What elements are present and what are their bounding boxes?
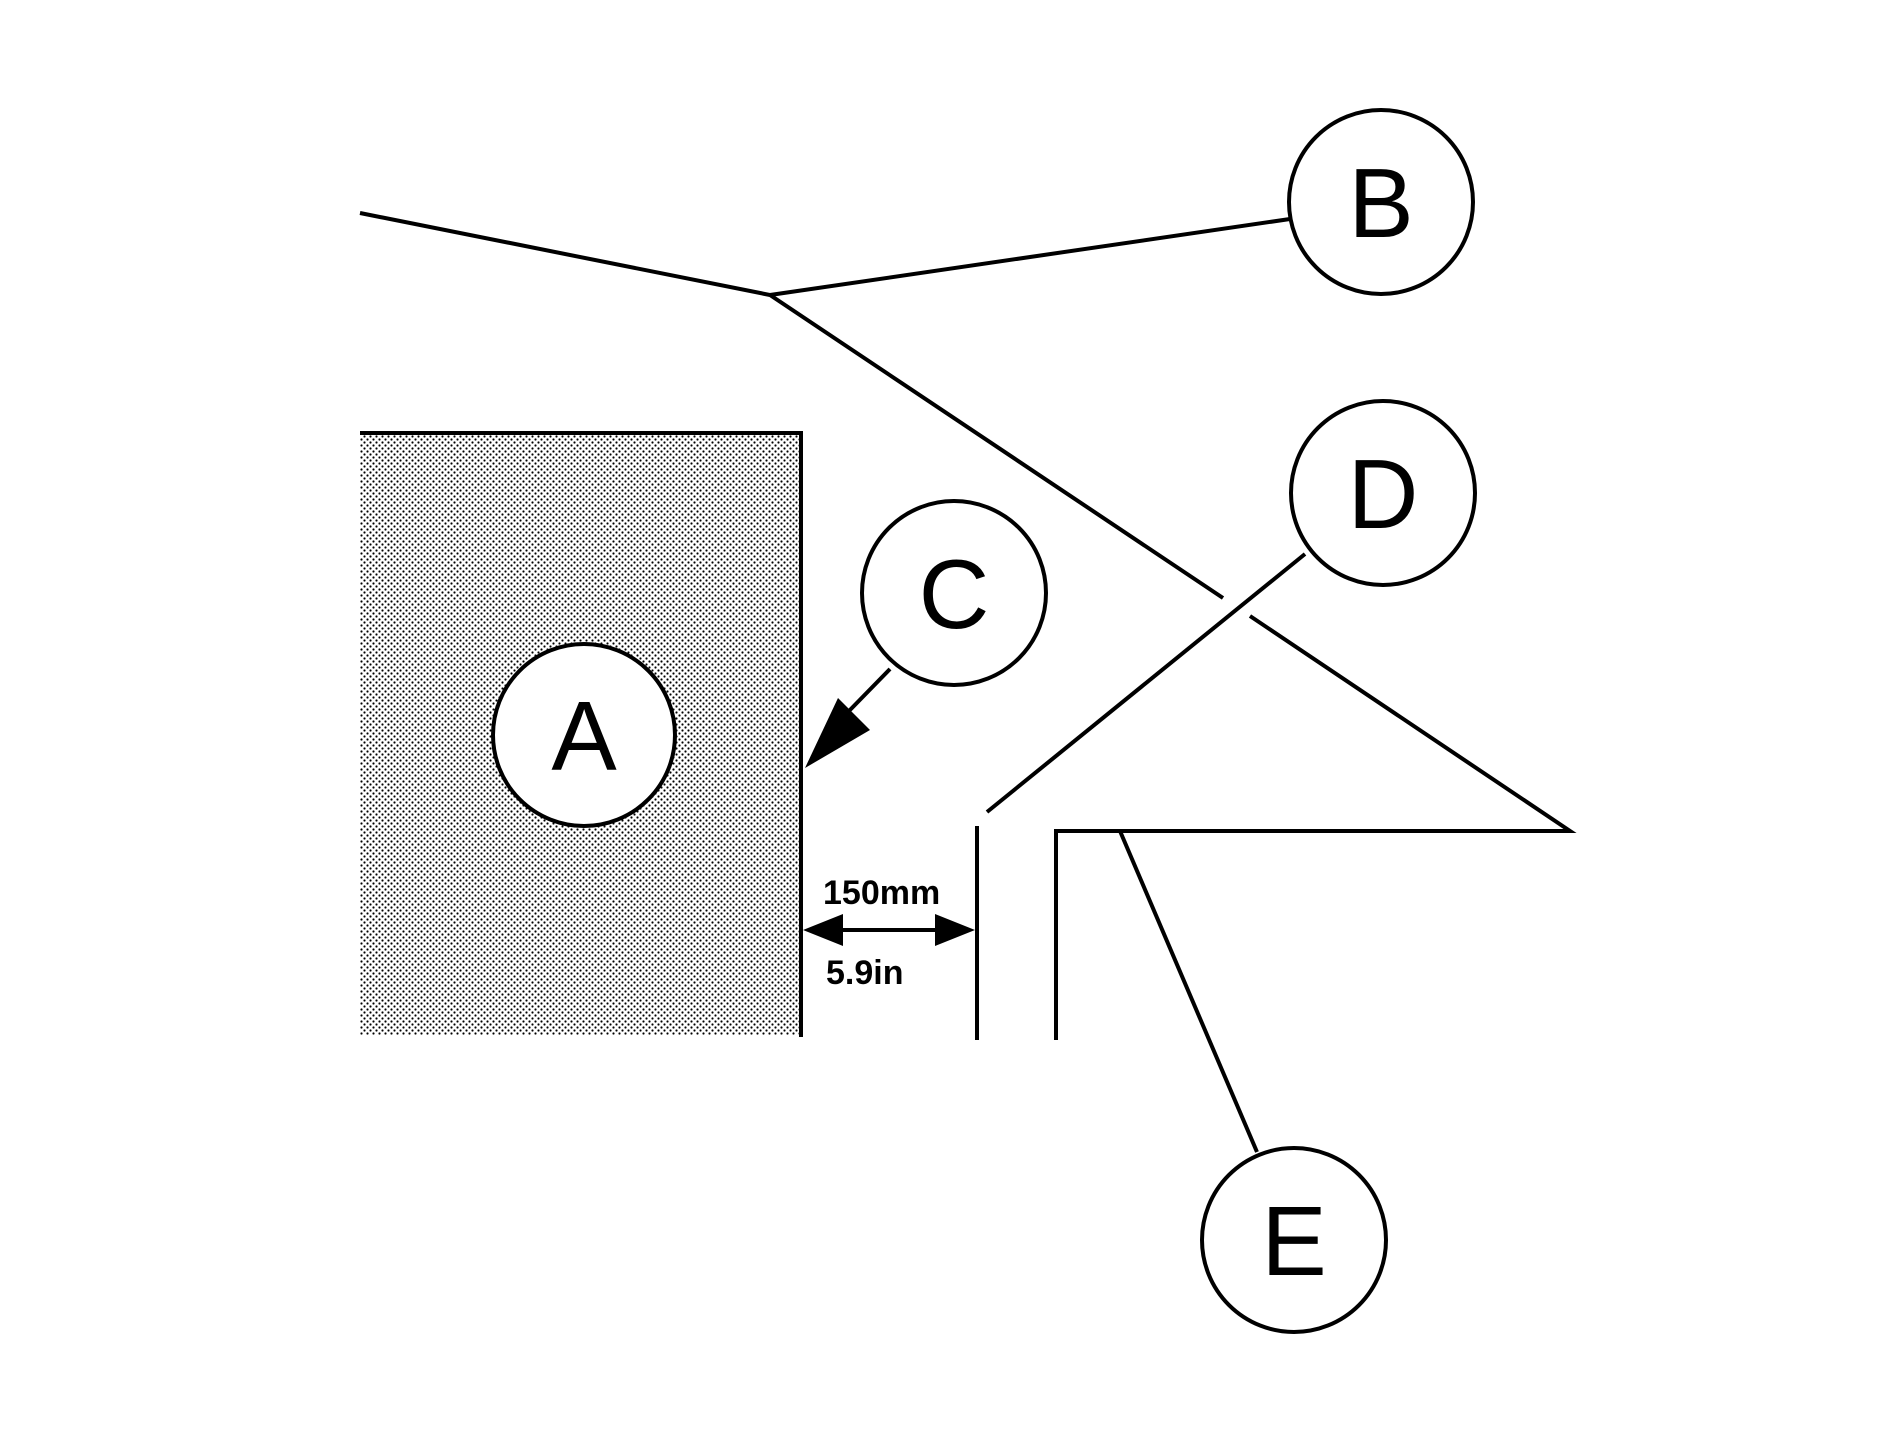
- dimension-label-metric: 150mm: [823, 874, 940, 912]
- callout-d-label: D: [1348, 439, 1419, 549]
- dimension-label-imperial: 5.9in: [826, 954, 903, 992]
- callout-e: E: [1200, 1146, 1388, 1334]
- dimension-arrow-right: [935, 914, 975, 946]
- callout-d: D: [1289, 399, 1477, 587]
- leader-b: [769, 217, 1291, 297]
- callout-c-label: C: [919, 539, 990, 649]
- callout-e-label: E: [1261, 1186, 1326, 1296]
- leader-d: [985, 552, 1307, 814]
- callout-b: B: [1287, 108, 1475, 296]
- leader-c: [846, 667, 892, 714]
- callout-a: A: [491, 642, 677, 828]
- leader-e: [1118, 830, 1259, 1153]
- leader-c-arrowhead: [805, 698, 870, 768]
- callout-a-label: A: [551, 681, 617, 791]
- dimension-arrow-left: [803, 914, 843, 946]
- callout-c: C: [860, 499, 1048, 687]
- sloped-outline-lower: [1054, 614, 1577, 1040]
- callout-b-label: B: [1348, 148, 1413, 258]
